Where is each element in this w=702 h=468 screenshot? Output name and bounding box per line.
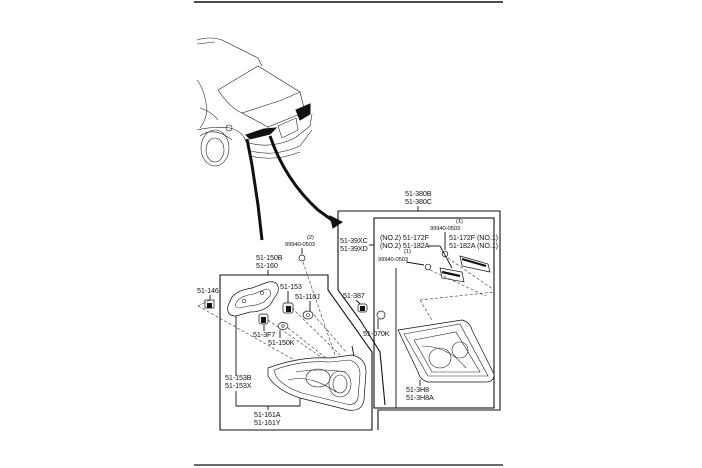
screw-icon <box>298 254 306 262</box>
label-51-380b: 51-380B <box>405 189 432 198</box>
inner-lamp-housing <box>397 319 495 383</box>
screw-label-lower: 99940-0503 <box>378 257 408 263</box>
label-51-182a-no1: 51-182A (NO.1) <box>449 241 498 250</box>
right-assembly: 51-380B 51-380C 51-39XC 51-39XD (1) 9994… <box>337 189 501 430</box>
label-51-380c: 51-380C <box>405 197 432 206</box>
leader-left-lamp <box>245 138 264 241</box>
label-51-146: 51-146 <box>197 286 219 295</box>
left-assembly-box <box>219 274 373 431</box>
car-illustration <box>196 37 343 241</box>
label-51-153: 51-153 <box>280 282 302 291</box>
bulb-socket-no1-icon <box>459 255 491 273</box>
screw-icon <box>424 263 432 271</box>
label-51-153x: 51-153X <box>225 381 252 390</box>
label-51-110j: 51-110J <box>295 292 320 301</box>
label-51-150k: 51-150K <box>268 338 295 347</box>
left-tail-lamp-highlight <box>245 127 278 140</box>
label-51-070k: 51-070K <box>363 329 390 338</box>
label-51-39xd: 51-39XD <box>340 244 368 253</box>
label-51-161a: 51-161A <box>254 410 281 419</box>
screw-label-left: 99940-0503 <box>285 242 315 248</box>
label-51-161y: 51-161Y <box>254 418 281 427</box>
gasket-icon <box>227 281 279 317</box>
bulb-icon <box>376 310 386 320</box>
screw-qty-upper: (1) <box>456 219 463 225</box>
outer-lamp-housing <box>267 345 367 411</box>
bulb-socket-icon <box>357 303 368 313</box>
label-51-150b: 51-150B <box>256 253 283 262</box>
label-51-172f-no2: (NO.2) 51-172F <box>380 233 430 242</box>
right-assembly-box <box>337 210 501 430</box>
bulb-socket-icon <box>204 299 215 309</box>
bulb-icon <box>302 310 314 320</box>
label-51-3h8a: 51-3H8A <box>406 393 434 402</box>
bulb-socket-no2-icon <box>439 267 465 283</box>
label-51-39xc: 51-39XC <box>340 236 368 245</box>
left-assembly: 51-150B 51-160 (2) 99940-0503 51-146 51-… <box>197 235 373 431</box>
label-51-3f7: 51-3F7 <box>253 330 275 339</box>
label-51-182a-no2: (NO.2) 51-182A <box>380 241 430 250</box>
label-51-172f-no1: 51-172F (NO.1) <box>449 233 498 242</box>
bulb-socket-icon <box>258 313 269 325</box>
label-51-153b: 51-153B <box>225 373 252 382</box>
screw-qty-lower: (1) <box>404 249 411 255</box>
right-inner-box <box>373 217 495 409</box>
label-51-387: 51-387 <box>343 291 365 300</box>
bulb-icon <box>277 322 289 330</box>
bulb-socket-icon <box>282 302 294 314</box>
screw-label-upper: 99940-0503 <box>430 226 460 232</box>
right-tail-lamp-highlight <box>295 103 311 121</box>
leader-right-lamp <box>268 135 337 225</box>
label-51-160: 51-160 <box>256 261 278 270</box>
label-51-3h8: 51-3H8 <box>406 385 429 394</box>
screw-qty-left: (2) <box>307 235 314 241</box>
